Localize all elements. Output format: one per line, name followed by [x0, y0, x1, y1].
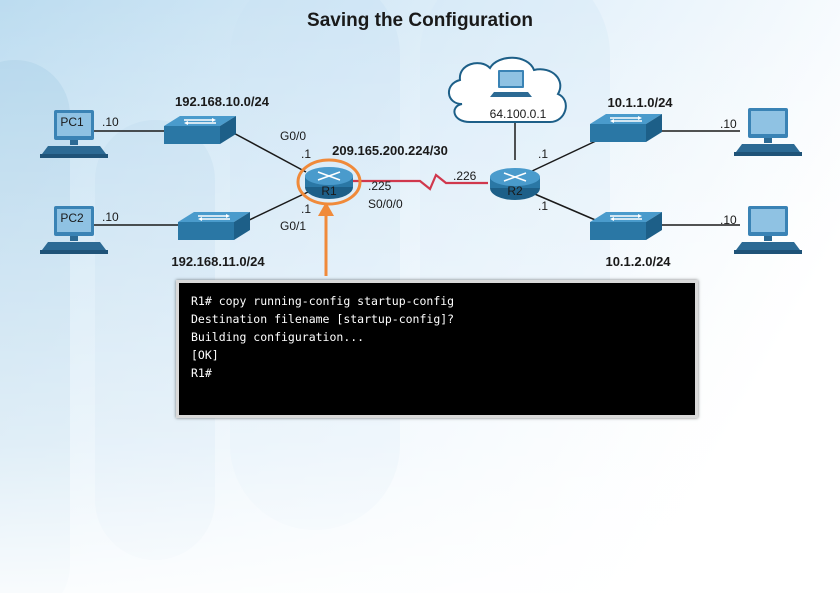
address-r1-g01: .1: [301, 202, 311, 216]
network-label-lan2: 192.168.11.0/24: [171, 254, 265, 269]
interface-label-g01: G0/1: [280, 219, 306, 233]
link-r2-switch3: [529, 139, 599, 173]
cloud-host-address: 64.100.0.1: [490, 107, 547, 121]
interface-label-s000: S0/0/0: [368, 197, 403, 211]
network-label-r2-lan1: 10.1.1.0/24: [607, 95, 673, 110]
router-r2-label: R2: [507, 184, 523, 198]
router-r1-label: R1: [321, 184, 337, 198]
pc1-label: PC1: [60, 115, 84, 129]
address-host-1: .10: [720, 117, 737, 131]
switch-1-icon: [163, 115, 237, 145]
address-pc2: .10: [102, 210, 119, 224]
link-r2-switch4: [529, 191, 601, 223]
terminal-line: R1# copy running-config startup-config: [191, 294, 455, 308]
link-switch2-r1: [244, 191, 309, 223]
address-r2-lan1: .1: [538, 147, 548, 161]
serial-link: [352, 173, 488, 191]
highlight-arrow-head: [318, 202, 334, 216]
page-title: Saving the Configuration: [307, 10, 533, 31]
network-label-r2-lan2: 10.1.2.0/24: [605, 254, 671, 269]
address-r2-lan2: .1: [538, 199, 548, 213]
router-r1-icon: [296, 158, 362, 206]
address-r1-g00: .1: [301, 147, 311, 161]
host-2-icon: [734, 206, 802, 254]
network-label-wan: 209.165.200.224/30: [332, 143, 448, 158]
terminal-output: R1# copy running-config startup-config D…: [176, 280, 698, 418]
address-pc1: .10: [102, 115, 119, 129]
address-r2-wan: .226: [453, 169, 477, 183]
host-1-icon: [734, 108, 802, 156]
router-r2-icon: [490, 168, 540, 200]
terminal-line: R1#: [191, 366, 212, 380]
network-label-lan1: 192.168.10.0/24: [175, 94, 270, 109]
switch-3-icon: [589, 113, 663, 143]
interface-label-g00: G0/0: [280, 129, 306, 143]
switch-4-icon: [589, 211, 663, 241]
terminal-line: Building configuration...: [191, 330, 365, 344]
address-r1-wan: .225: [368, 179, 392, 193]
address-host-2: .10: [720, 213, 737, 227]
internet-cloud-icon: [448, 56, 567, 123]
pc2-label: PC2: [60, 211, 84, 225]
terminal-line: [OK]: [191, 348, 219, 362]
link-switch1-r1: [227, 129, 307, 173]
terminal-line: Destination filename [startup-config]?: [191, 312, 455, 326]
switch-2-icon: [177, 211, 251, 241]
